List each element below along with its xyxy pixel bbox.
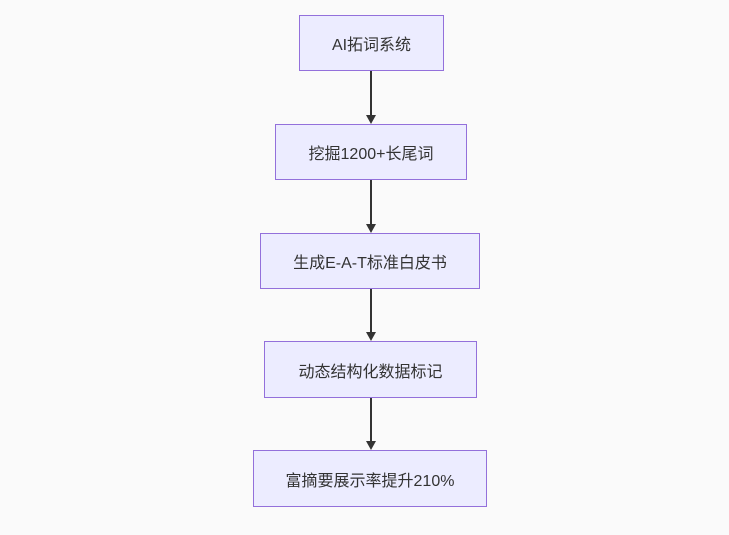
arrow-line bbox=[370, 289, 372, 332]
arrow-head-icon bbox=[366, 332, 376, 341]
flow-node-label: AI拓词系统 bbox=[331, 37, 412, 54]
arrow-line bbox=[370, 180, 372, 224]
arrow-line bbox=[370, 71, 372, 115]
flow-node-label: 富摘要展示率提升210% bbox=[285, 472, 455, 490]
flow-node-step-2: 挖掘1200+长尾词 bbox=[275, 124, 467, 180]
flow-node-step-4: 动态结构化数据标记 bbox=[264, 341, 477, 398]
flow-edge-3 bbox=[366, 289, 376, 341]
flow-node-step-5: 富摘要展示率提升210% bbox=[253, 450, 487, 507]
arrow-head-icon bbox=[366, 441, 376, 450]
flow-node-label: 生成E-A-T标准白皮书 bbox=[293, 255, 447, 272]
arrow-head-icon bbox=[366, 115, 376, 124]
flow-node-step-3: 生成E-A-T标准白皮书 bbox=[260, 233, 480, 289]
flow-edge-1 bbox=[366, 71, 376, 124]
flow-node-step-1: AI拓词系统 bbox=[299, 15, 444, 71]
flow-edge-4 bbox=[366, 398, 376, 450]
flow-node-label: 动态结构化数据标记 bbox=[298, 363, 443, 381]
arrow-head-icon bbox=[366, 224, 376, 233]
flow-node-label: 挖掘1200+长尾词 bbox=[308, 146, 434, 163]
arrow-line bbox=[370, 398, 372, 441]
flow-edge-2 bbox=[366, 180, 376, 233]
